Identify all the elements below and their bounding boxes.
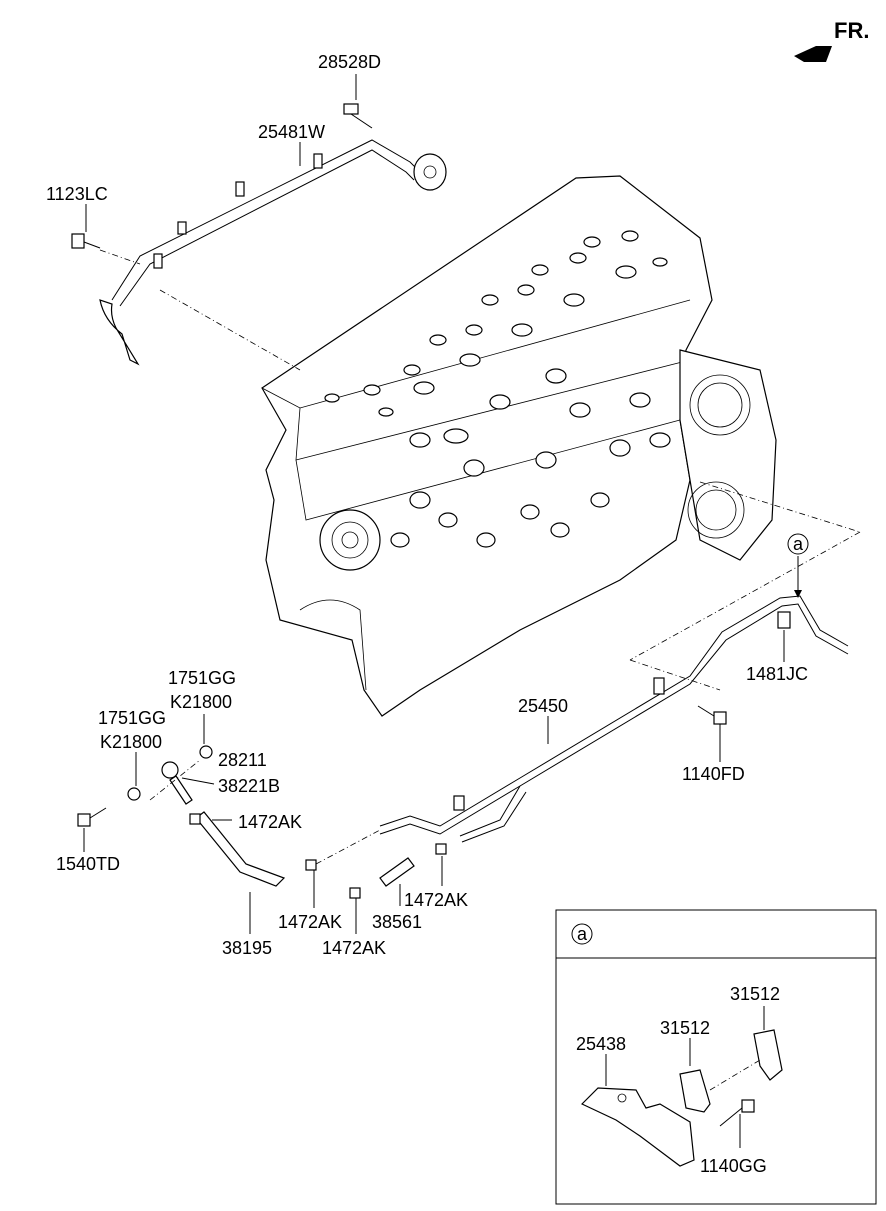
bracket-25438 [580, 1087, 695, 1167]
svg-text:a: a [577, 924, 588, 944]
label-K21800-lower: K21800 [100, 732, 162, 752]
label-1481JC: 1481JC [746, 664, 808, 684]
front-arrow-icon [794, 46, 832, 62]
svg-text:a: a [793, 534, 804, 554]
banjo-fitting-38221B [161, 761, 193, 805]
clip-1481JC [777, 611, 791, 629]
label-1140FD: 1140FD [682, 764, 745, 784]
washer-k21800 [127, 787, 141, 801]
label-38561: 38561 [372, 912, 422, 932]
bolt-1540TD [77, 807, 107, 827]
cam-towers [324, 230, 668, 417]
pipe-clip [653, 677, 665, 695]
pipe-flange [413, 153, 447, 191]
pipe-bracket [235, 181, 245, 197]
label-1472AK-c: 1472AK [322, 938, 386, 958]
leader-lines [83, 74, 785, 934]
bolt-28528D [343, 103, 373, 129]
label-38221B: 38221B [218, 776, 280, 796]
callout-arrow-icon [794, 590, 802, 598]
washer-28211 [199, 745, 213, 759]
bolt-1123LC [71, 233, 101, 249]
callout-marker-a: a [787, 533, 809, 555]
label-25438: 25438 [576, 1034, 626, 1054]
bolt-1140GG [719, 1099, 755, 1127]
label-1123LC: 1123LC [46, 184, 108, 204]
part-labels: 28528D 25481W 1123LC 1751GG K21800 1751G… [46, 52, 808, 958]
label-1472AK-d: 1472AK [404, 890, 468, 910]
label-25450: 25450 [518, 696, 568, 716]
clip-31512-lower [679, 1069, 711, 1113]
upper-pipe-assembly [71, 103, 447, 371]
label-1140GG: 1140GG [700, 1156, 767, 1176]
label-1751GG-lower: 1751GG [98, 708, 166, 728]
bolt-1140FD [697, 705, 727, 725]
detail-marker: a [571, 923, 593, 945]
hose-38561 [379, 857, 415, 887]
clamps-1472AK [189, 813, 447, 899]
block-bosses [390, 368, 671, 548]
label-1472AK-a: 1472AK [238, 812, 302, 832]
front-direction-indicator: FR. [794, 18, 869, 62]
label-1751GG-upper: 1751GG [168, 668, 236, 688]
label-31512-lower: 31512 [660, 1018, 710, 1038]
lower-pipe-assembly [77, 481, 861, 899]
label-1472AK-b: 1472AK [278, 912, 342, 932]
label-1540TD: 1540TD [56, 854, 120, 874]
label-28528D: 28528D [318, 52, 381, 72]
detail-box-a: a 25438 31512 31512 1140GG [555, 909, 877, 1205]
label-38195: 38195 [222, 938, 272, 958]
label-31512-upper: 31512 [730, 984, 780, 1004]
hose-38195 [195, 811, 286, 887]
label-28211: 28211 [218, 750, 267, 770]
label-K21800-upper: K21800 [170, 692, 232, 712]
engine-block [261, 175, 777, 717]
front-label: FR. [834, 18, 869, 43]
label-25481W: 25481W [258, 122, 325, 142]
